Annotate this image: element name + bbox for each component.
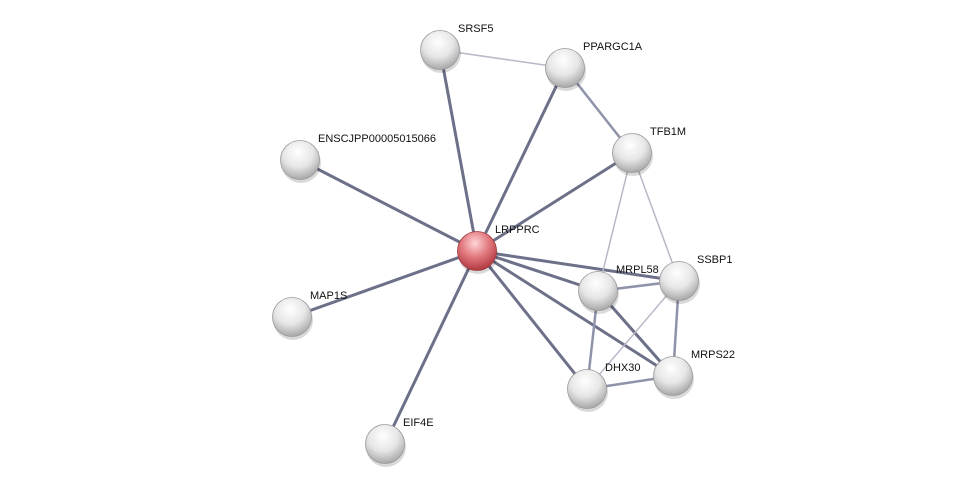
- node-sphere[interactable]: [578, 271, 618, 311]
- edge-lrpprc-ssbp1[interactable]: [476, 249, 680, 283]
- node-lrpprc[interactable]: LRPPRC: [457, 224, 540, 274]
- node-srsf5[interactable]: SRSF5: [420, 23, 494, 73]
- node-sphere[interactable]: [365, 424, 405, 464]
- node-label: PPARGC1A: [583, 41, 643, 53]
- node-sphere[interactable]: [567, 369, 607, 409]
- node-label: SRSF5: [458, 23, 493, 35]
- node-label: LRPPRC: [495, 224, 540, 236]
- node-sphere[interactable]: [280, 140, 320, 180]
- edge-tfb1m-mrpl58[interactable]: [597, 152, 633, 292]
- node-map1s[interactable]: MAP1S: [272, 290, 348, 340]
- node-label: MRPL58: [616, 264, 659, 276]
- node-eif4e[interactable]: EIF4E: [365, 417, 434, 467]
- node-label: MRPS22: [691, 349, 735, 361]
- node-label: DHX30: [605, 362, 640, 374]
- node-sphere[interactable]: [272, 297, 312, 337]
- node-sphere[interactable]: [457, 231, 497, 271]
- node-tfb1m[interactable]: TFB1M: [612, 126, 687, 176]
- edge-srsf5-ppargc1a[interactable]: [439, 49, 566, 69]
- node-label: SSBP1: [697, 254, 732, 266]
- edge-ssbp1-dhx30[interactable]: [586, 280, 680, 390]
- edge-lrpprc-eif4e[interactable]: [383, 250, 479, 445]
- edge-lrpprc-enscjpp00005015066[interactable]: [299, 158, 478, 253]
- node-label: ENSCJPP00005015066: [318, 133, 436, 145]
- node-sphere[interactable]: [659, 261, 699, 301]
- edge-lrpprc-srsf5[interactable]: [438, 49, 479, 252]
- node-label: TFB1M: [650, 126, 686, 138]
- node-label: EIF4E: [403, 417, 434, 429]
- edge-lrpprc-mrps22[interactable]: [476, 249, 674, 378]
- node-enscjpp00005015066[interactable]: ENSCJPP00005015066: [280, 133, 437, 183]
- node-sphere[interactable]: [653, 356, 693, 396]
- node-sphere[interactable]: [545, 48, 585, 88]
- edge-lrpprc-tfb1m[interactable]: [476, 151, 633, 253]
- node-mrps22[interactable]: MRPS22: [653, 349, 736, 399]
- node-label: MAP1S: [310, 290, 347, 302]
- node-sphere[interactable]: [420, 30, 460, 70]
- edge-lrpprc-mrpl58[interactable]: [476, 249, 599, 293]
- node-ppargc1a[interactable]: PPARGC1A: [545, 41, 643, 91]
- node-dhx30[interactable]: DHX30: [567, 362, 641, 412]
- node-ssbp1[interactable]: SSBP1: [659, 254, 733, 304]
- edge-lrpprc-dhx30[interactable]: [475, 250, 589, 390]
- edge-lrpprc-ppargc1a[interactable]: [475, 67, 567, 252]
- node-sphere[interactable]: [612, 133, 652, 173]
- edge-tfb1m-ssbp1[interactable]: [631, 152, 680, 282]
- edge-lrpprc-map1s[interactable]: [291, 249, 478, 319]
- node-mrpl58[interactable]: MRPL58: [578, 264, 659, 314]
